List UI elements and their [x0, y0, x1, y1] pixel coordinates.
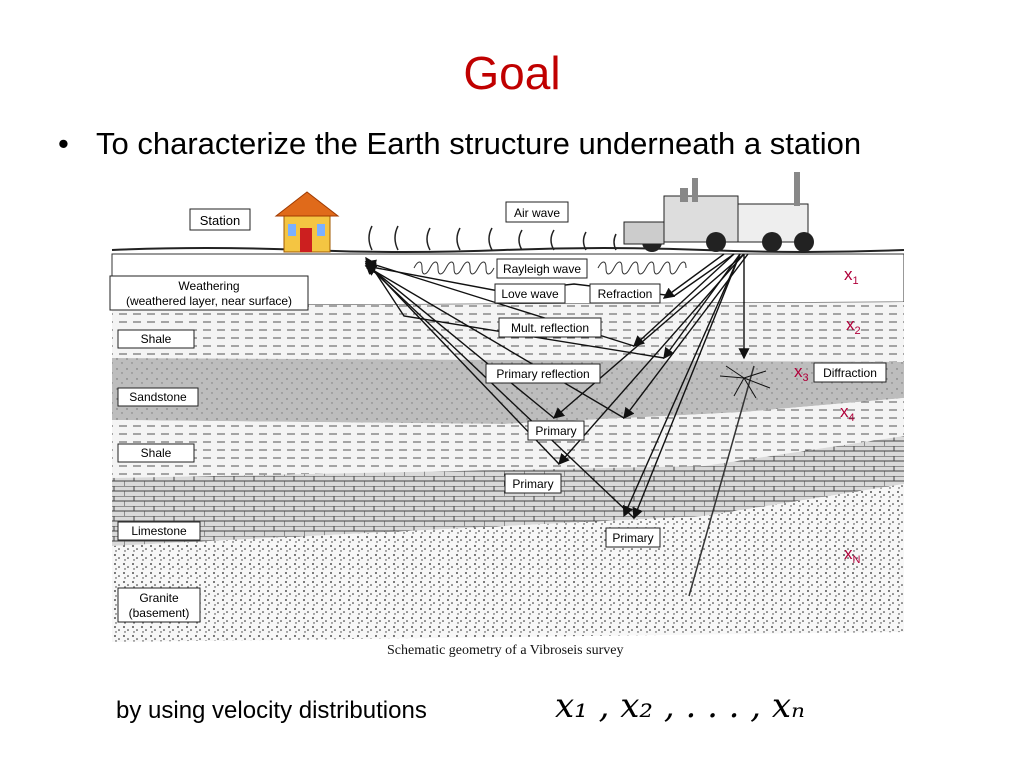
primary-label-box-2: Primary: [504, 473, 562, 494]
granite-basement: [112, 484, 904, 642]
sandstone-label: Sandstone: [129, 390, 187, 404]
limestone-label-box: Limestone: [117, 521, 201, 541]
ground-surface: [111, 247, 904, 253]
velocity-label-xn: xN: [844, 544, 861, 566]
air-wave-label: Air wave: [514, 206, 560, 220]
shale-layer-2: [112, 398, 904, 478]
diagram-caption: Schematic geometry of a Vibroseis survey: [387, 643, 624, 658]
velocity-label-x4: x4: [840, 402, 855, 424]
sandstone-layer: [112, 358, 904, 424]
love-wave-label-box: Love wave: [494, 283, 566, 304]
primary-reflection-label-box: Primary reflection: [485, 363, 601, 384]
sandstone-label-box: Sandstone: [117, 387, 199, 407]
vibroseis-truck-icon: [623, 172, 814, 252]
footer-text: by using velocity distributions: [116, 697, 427, 724]
shale-2-label: Shale: [141, 446, 172, 460]
velocity-math-expression: x₁ , x₂ , . . . , xₙ: [555, 686, 805, 726]
granite-label-line1: Granite: [139, 591, 179, 605]
mult-reflection-label: Mult. reflection: [511, 321, 589, 335]
primary-label-1: Primary: [535, 424, 576, 438]
rayleigh-wave-label: Rayleigh wave: [503, 262, 581, 276]
velocity-label-x1: x1: [844, 265, 859, 287]
velocity-label-x3: x3: [794, 362, 809, 384]
granite-label-box: Granite (basement): [117, 587, 201, 623]
velocity-label-x2: x2: [846, 315, 861, 337]
love-wave-label: Love wave: [501, 287, 559, 301]
bullet-marker: •: [58, 126, 69, 161]
primary-label-box-3: Primary: [605, 527, 661, 548]
refraction-label: Refraction: [598, 287, 653, 301]
primary-label-2: Primary: [512, 477, 553, 491]
fault-line: [688, 365, 755, 597]
shale-1-label-box: Shale: [117, 329, 195, 349]
air-wave-arcs: [368, 225, 617, 251]
rayleigh-wave-coil: [413, 261, 687, 275]
air-wave-label-box: Air wave: [505, 201, 569, 223]
refraction-label-box: Refraction: [589, 283, 661, 304]
limestone-label: Limestone: [131, 524, 187, 538]
rayleigh-wave-label-box: Rayleigh wave: [496, 258, 588, 279]
granite-label-line2: (basement): [129, 606, 190, 620]
primary-label-box-1: Primary: [527, 420, 585, 441]
station-house-icon: [274, 191, 340, 253]
diffraction-label-box: Diffraction: [813, 362, 887, 383]
weathering-label-box: Weathering (weathered layer, near surfac…: [109, 275, 309, 311]
vibroseis-diagram: Station Air wave Rayleigh wave: [109, 172, 904, 642]
bullet-item: • To characterize the Earth structure und…: [58, 126, 861, 162]
bullet-text: To characterize the Earth structure unde…: [96, 126, 862, 161]
diffraction-label: Diffraction: [823, 366, 877, 380]
shale-2-label-box: Shale: [117, 443, 195, 463]
weathering-label-line2: (weathered layer, near surface): [126, 294, 292, 308]
diffraction-rays: [719, 365, 771, 399]
slide-title: Goal: [463, 47, 561, 99]
ray-paths: [364, 253, 750, 520]
mult-reflection-label-box: Mult. reflection: [498, 317, 602, 338]
shale-1-label: Shale: [141, 332, 172, 346]
station-label-box: Station: [189, 208, 251, 231]
station-label: Station: [200, 213, 240, 228]
primary-reflection-label: Primary reflection: [496, 367, 589, 381]
weathering-label-line1: Weathering: [178, 279, 239, 293]
primary-label-3: Primary: [612, 531, 653, 545]
